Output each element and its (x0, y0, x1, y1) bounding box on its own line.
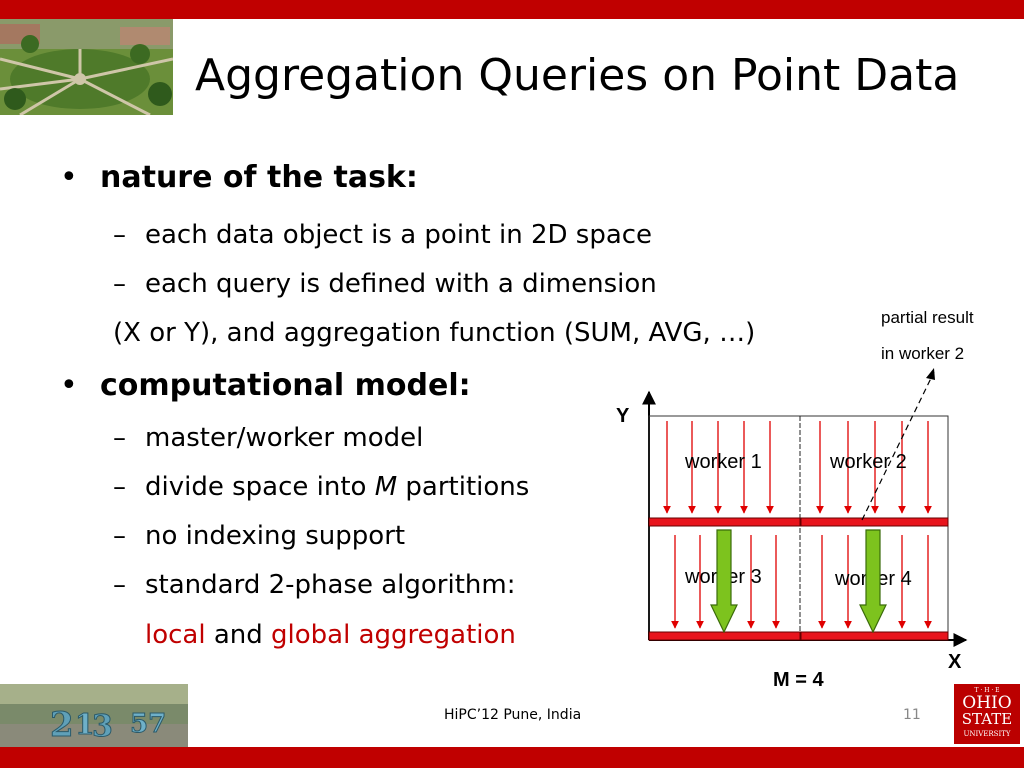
partial-result-pointer (861, 371, 935, 521)
sub-bullet-text: master/worker model (145, 423, 424, 453)
svg-text:2: 2 (50, 705, 74, 745)
green-merge-arrow (710, 529, 738, 634)
space-box (648, 415, 949, 641)
sub-bullet-text: each query is defined with a dimension (145, 269, 657, 299)
sub-bullet-text: (X or Y), and aggregation function (SUM,… (113, 318, 756, 348)
bullet-symbol: • (60, 160, 78, 195)
aggregation-bar-top-right (800, 517, 949, 527)
green-merge-arrow (859, 529, 887, 634)
ohio-state-logo: T · H · E OHIO STATE UNIVERSITY (954, 684, 1020, 744)
sub-bullet-text: local and global aggregation (145, 620, 516, 650)
bullet-heading: computational model: (100, 368, 471, 403)
aggregation-bar-bottom-right (800, 631, 949, 641)
bullet-heading: nature of the task: (100, 160, 418, 195)
global-aggregation-text: global aggregation (271, 620, 516, 650)
sub-bullet-text: each data object is a point in 2D space (145, 220, 653, 250)
sub-bullet-text: standard 2-phase algorithm: (145, 570, 516, 600)
aggregation-bar-bottom-left (648, 631, 801, 641)
worker-label: worker 1 (684, 451, 762, 473)
slide-title: Aggregation Queries on Point Data (195, 50, 960, 101)
svg-text:1: 1 (75, 708, 94, 741)
x-axis-label: X (948, 651, 962, 673)
y-axis-label: Y (616, 405, 630, 427)
svg-text:UNIVERSITY: UNIVERSITY (963, 730, 1010, 738)
bullet-symbol: • (60, 368, 78, 403)
svg-text:OHIO: OHIO (962, 693, 1011, 713)
page-number: 11 (903, 707, 921, 723)
local-text: local (145, 620, 206, 650)
svg-text:STATE: STATE (962, 710, 1012, 728)
svg-text:57: 57 (130, 709, 166, 739)
top-accent-bar (0, 0, 1024, 19)
data-scan-arrows-top (663, 421, 932, 514)
m-label: M = 4 (773, 669, 824, 691)
annotation-line-1: partial result (881, 308, 974, 327)
worker-label: worker 2 (829, 451, 907, 473)
conference-footer: HiPC’12 Pune, India (444, 707, 582, 723)
annotation-line-2: in worker 2 (881, 344, 965, 363)
sub-bullet-text: divide space into M partitions (145, 472, 530, 502)
sub-bullet-text: no indexing support (145, 521, 406, 551)
partition-diagram: Y X worker 1 worker 2 worker 3 worker 4 (616, 368, 968, 691)
bottom-accent-bar (0, 747, 1024, 768)
data-scan-arrows-bottom (671, 535, 932, 629)
numbers-sculpture-photo: 2 1 3 57 (0, 684, 188, 747)
svg-text:T · H · E: T · H · E (974, 687, 999, 694)
svg-text:3: 3 (92, 709, 113, 744)
aggregation-bar-top-left (648, 517, 801, 527)
campus-photo (0, 19, 173, 115)
